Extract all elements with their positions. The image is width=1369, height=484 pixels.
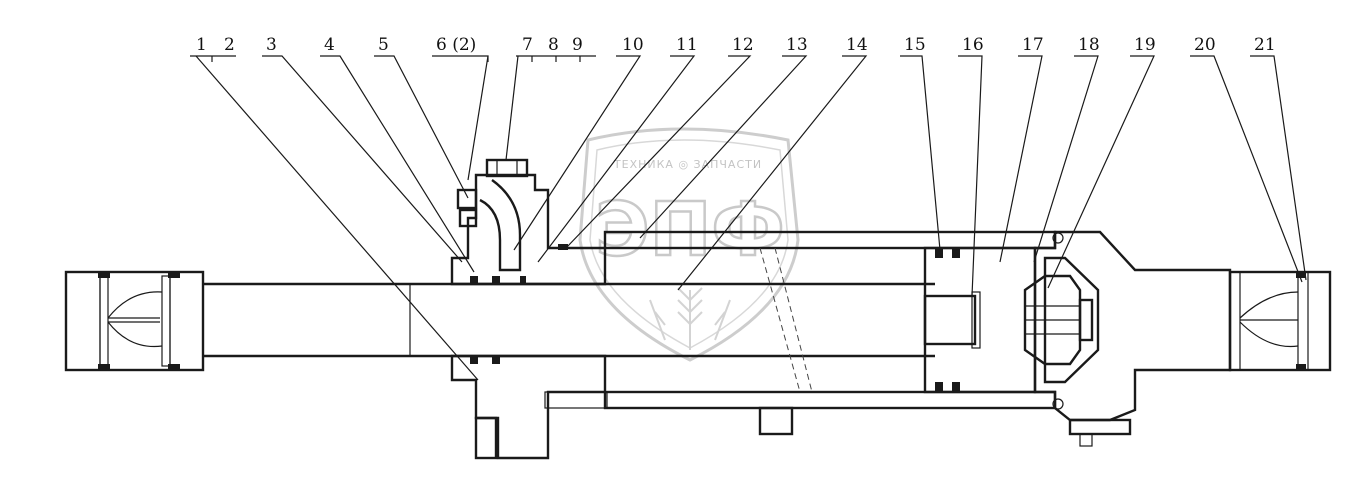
callout-15: 15 (904, 35, 926, 55)
rod-end-clevis (64, 270, 205, 372)
callout-12: 12 (732, 35, 754, 55)
callout-labels: 1 2 3 4 5 6 (2) 7 8 9 10 11 12 13 14 15 … (196, 35, 1276, 55)
cylinder-end-cap (1033, 230, 1232, 447)
base-end-clevis (1228, 270, 1332, 372)
callout-2: 2 (224, 35, 235, 55)
piston-rod (203, 282, 935, 358)
leader-lines (190, 55, 1307, 381)
callout-9: 9 (572, 35, 583, 55)
callout-19: 19 (1134, 35, 1156, 55)
callout-4: 4 (324, 35, 335, 55)
callout-14: 14 (846, 35, 868, 55)
callout-13: 13 (786, 35, 808, 55)
callout-7: 7 (522, 35, 533, 55)
callout-3: 3 (266, 35, 277, 55)
callout-20: 20 (1194, 35, 1216, 55)
callout-10: 10 (622, 35, 644, 55)
callout-17: 17 (1022, 35, 1044, 55)
callout-11: 11 (676, 35, 698, 55)
callout-6: 6 (2) (436, 35, 476, 55)
watermark-top-text: ТЕХНИКА ◎ ЗАПЧАСТИ (613, 158, 762, 171)
watermark-logo-text: ЭПФ (595, 187, 785, 273)
callout-18: 18 (1078, 35, 1100, 55)
callout-8: 8 (548, 35, 559, 55)
callout-21: 21 (1254, 35, 1276, 55)
watermark-logo: ТЕХНИКА ◎ ЗАПЧАСТИ ЭПФ (578, 127, 800, 362)
callout-16: 16 (962, 35, 984, 55)
callout-5: 5 (378, 35, 389, 55)
piston (923, 246, 1037, 394)
gland-head (450, 158, 607, 460)
callout-1: 1 (196, 35, 207, 55)
